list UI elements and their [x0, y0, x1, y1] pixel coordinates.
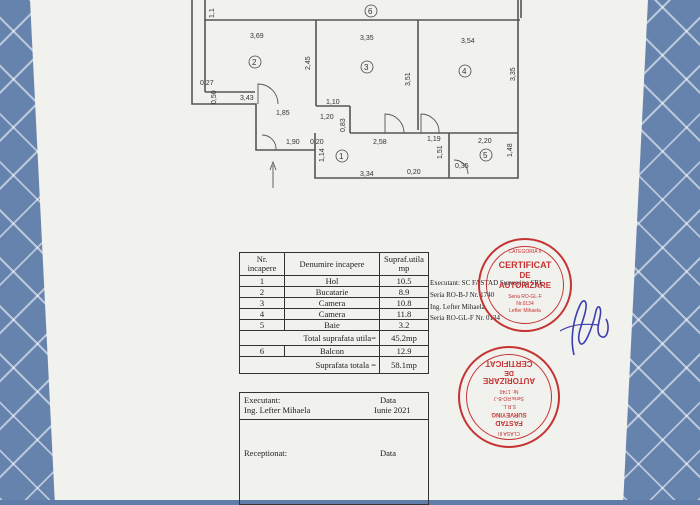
row-area: 10.8 — [379, 297, 429, 309]
room-number: 4 — [462, 67, 467, 76]
dim-label: 0,35 — [455, 163, 469, 170]
row-area: 3.2 — [379, 319, 429, 331]
dim-label: 0,83 — [340, 118, 347, 132]
dim-label: 1,20 — [320, 114, 334, 121]
dim-label: 3,43 — [240, 95, 254, 102]
dim-label: 1,14 — [319, 148, 326, 162]
row-name: Camera — [284, 297, 380, 309]
row-nr: 2 — [239, 286, 285, 298]
row-area: 8.9 — [379, 286, 429, 298]
room-number-markers: 6 2 3 4 1 5 — [248, 4, 493, 163]
room-number: 6 — [368, 7, 373, 16]
dim-label: 2,45 — [305, 56, 312, 70]
dim-label: 3,35 — [360, 35, 374, 42]
executant-line-2: Seria RO-B-J Nr. 1740 — [430, 291, 495, 299]
dim-label: 0,50 — [211, 90, 218, 104]
row-name: Bucatarie — [284, 286, 380, 298]
executant-label: Executant: — [244, 395, 281, 405]
row-area: 10.5 — [379, 275, 429, 287]
table-row: 3 Camera 10.8 — [239, 297, 429, 309]
executant-date-label: Data — [380, 395, 397, 405]
total-useful-value: 45.2mp — [379, 330, 429, 346]
dim-label: 3,34 — [360, 171, 374, 178]
total-row: Suprafata totala = 58.1mp — [239, 356, 429, 374]
dim-label: 2,20 — [478, 138, 492, 145]
row-nr: 3 — [239, 297, 285, 309]
dim-label: 0,20 — [310, 139, 324, 146]
receptionat-label: Receptionat: — [244, 448, 287, 458]
header-name: Denumire incapere — [284, 252, 380, 276]
executant-line-3: Ing. Lefter Mihaela — [430, 303, 485, 311]
row-nr: 5 — [239, 319, 285, 331]
balcony-nr: 6 — [239, 345, 285, 357]
executant-name: Ing. Lefter Mihaela — [244, 405, 311, 415]
receptionat-box: Receptionat: Data — [239, 420, 429, 505]
row-name: Hol — [284, 275, 380, 287]
table-row: 1 Hol 10.5 — [239, 275, 429, 287]
row-nr: 4 — [239, 308, 285, 320]
dim-label: 1,1 — [209, 8, 216, 18]
row-name: Camera — [284, 308, 380, 320]
dimension-labels: 3,69 3,35 3,54 2,45 3,51 3,35 3,43 1,10 … — [200, 8, 517, 178]
executant-box: Executant: Ing. Lefter Mihaela Data Iuni… — [239, 392, 429, 420]
dim-label: 1,48 — [507, 143, 514, 157]
total-useful-label: Total suprafata utila= — [239, 330, 380, 346]
header-nr: Nr. incapere — [239, 252, 285, 276]
room-number: 5 — [483, 151, 488, 160]
table-header-row: Nr. incapere Denumire incapere Supraf.ut… — [239, 252, 429, 276]
rooms-table: Nr. incapere Denumire incapere Supraf.ut… — [239, 252, 429, 374]
dim-label: 1,90 — [286, 139, 300, 146]
room-number: 3 — [364, 63, 369, 72]
receptionat-date-label: Data — [380, 448, 397, 458]
dim-label: 1,51 — [437, 145, 444, 159]
dim-label: 0,27 — [200, 80, 214, 87]
table-row: 4 Camera 11.8 — [239, 308, 429, 320]
executant-line-4: Seria RO-GL-F Nr. 0134 — [430, 314, 500, 322]
dim-label: 1,10 — [326, 99, 340, 106]
authorization-stamp-1: CATEGORIA II CERTIFICAT DE AUTORIZARE Se… — [478, 238, 572, 332]
dim-label: 1,85 — [276, 110, 290, 117]
total-value: 58.1mp — [379, 356, 429, 374]
balcony-row: 6 Balcon 12.9 — [239, 345, 429, 357]
signature-boxes: Executant: Ing. Lefter Mihaela Data Iuni… — [239, 392, 429, 505]
table-row: 5 Baie 3.2 — [239, 319, 429, 331]
header-area: Supraf.utila mp — [379, 252, 429, 276]
dim-label: 3,51 — [405, 72, 412, 86]
dim-label: 2,58 — [373, 139, 387, 146]
signature — [559, 300, 609, 356]
doors — [257, 83, 469, 188]
room-number: 1 — [339, 152, 344, 161]
executant-date-value: Iunie 2021 — [374, 405, 411, 415]
walls — [191, 0, 522, 179]
row-nr: 1 — [239, 275, 285, 287]
table-row: 2 Bucatarie 8.9 — [239, 286, 429, 298]
dim-label: 3,69 — [250, 33, 264, 40]
total-useful-row: Total suprafata utila= 45.2mp — [239, 330, 429, 346]
row-area: 11.8 — [379, 308, 429, 320]
room-number: 2 — [252, 58, 257, 67]
total-label: Suprafata totala = — [239, 356, 380, 374]
balcony-area: 12.9 — [379, 345, 429, 357]
balcony-name: Balcon — [284, 345, 380, 357]
dim-label: 0,20 — [407, 169, 421, 176]
dim-label: 3,35 — [510, 67, 517, 81]
dim-label: 1,19 — [427, 136, 441, 143]
dim-label: 3,54 — [461, 38, 475, 45]
row-name: Baie — [284, 319, 380, 331]
